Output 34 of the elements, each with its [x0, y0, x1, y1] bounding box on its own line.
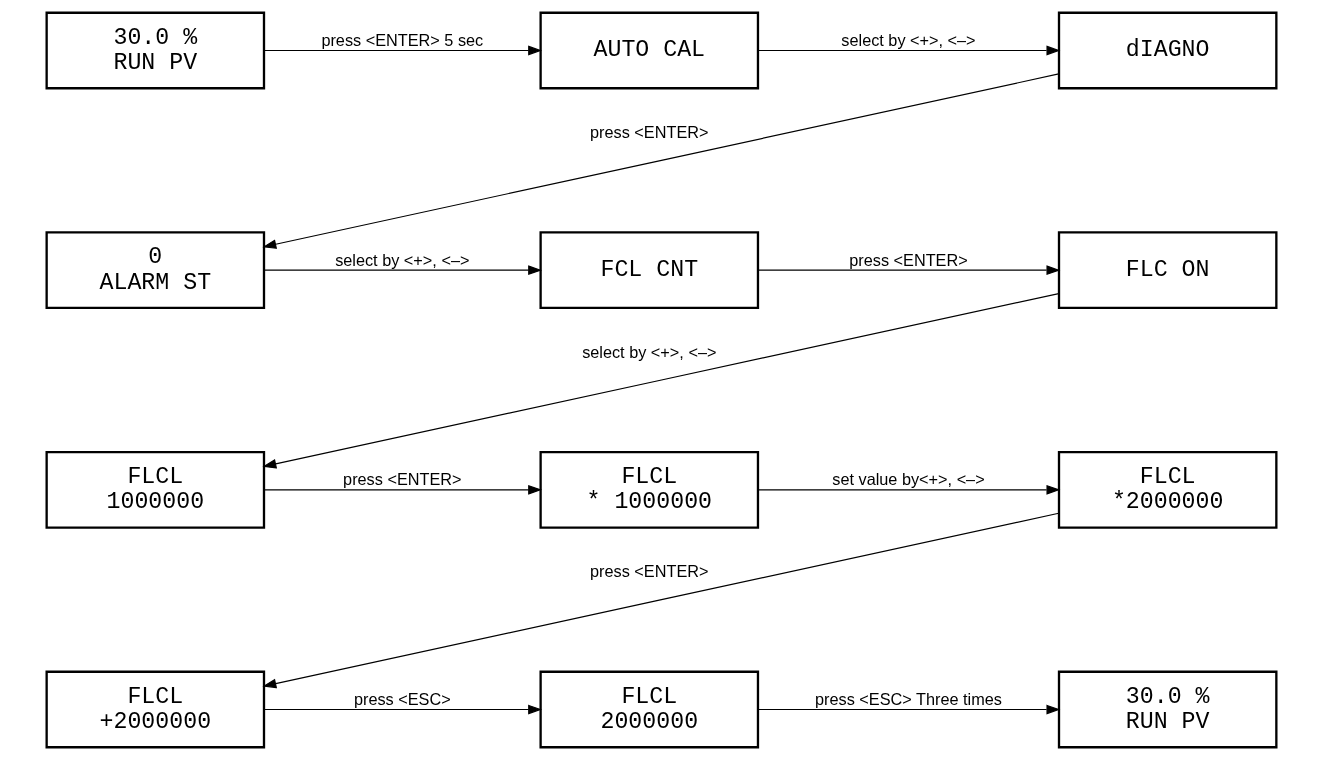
edge-label: press <ENTER> — [342, 470, 462, 489]
edge-label: press <ENTER> — [848, 250, 968, 269]
edge-label: select by <+>, <–> — [840, 31, 976, 50]
arrow — [263, 484, 542, 495]
edge-label: press <ENTER> 5 sec — [320, 31, 483, 50]
edge-label: press <ENTER> — [589, 562, 709, 581]
node-box: dIAGNO — [1057, 11, 1277, 90]
edge-label: press <ENTER> — [589, 122, 709, 141]
node-box: AUTO CAL — [538, 11, 759, 90]
edge-label: select by <+>, <–> — [334, 250, 469, 269]
arrow — [756, 45, 1060, 56]
node-box: 30.0 % RUN PV — [1057, 670, 1277, 749]
node-box: FLCL *2000000 — [1057, 450, 1277, 529]
node-box: FLCL * 1000000 — [538, 450, 759, 529]
arrow — [261, 512, 1059, 689]
arrow — [756, 484, 1060, 495]
arrow — [263, 704, 542, 715]
edge-label: press <ESC> — [353, 690, 451, 709]
node-box: FLCL 1000000 — [45, 450, 265, 529]
node-box: FLCL +2000000 — [45, 670, 265, 749]
arrow — [261, 293, 1059, 469]
node-box: 30.0 % RUN PV — [45, 11, 265, 90]
node-box: 0 ALARM ST — [45, 231, 265, 310]
arrow — [261, 73, 1059, 249]
edge-label: set value by<+>, <–> — [831, 470, 985, 489]
edge-label: select by <+>, <–> — [581, 342, 716, 361]
edge-label: press <ESC> Three times — [814, 690, 1002, 709]
arrow — [263, 45, 542, 56]
arrow — [756, 704, 1060, 715]
node-box: FLCL 2000000 — [538, 670, 759, 749]
node-box: FCL CNT — [538, 231, 759, 310]
arrow — [263, 265, 542, 276]
arrow — [756, 265, 1060, 276]
node-box: FLC ON — [1057, 231, 1277, 310]
